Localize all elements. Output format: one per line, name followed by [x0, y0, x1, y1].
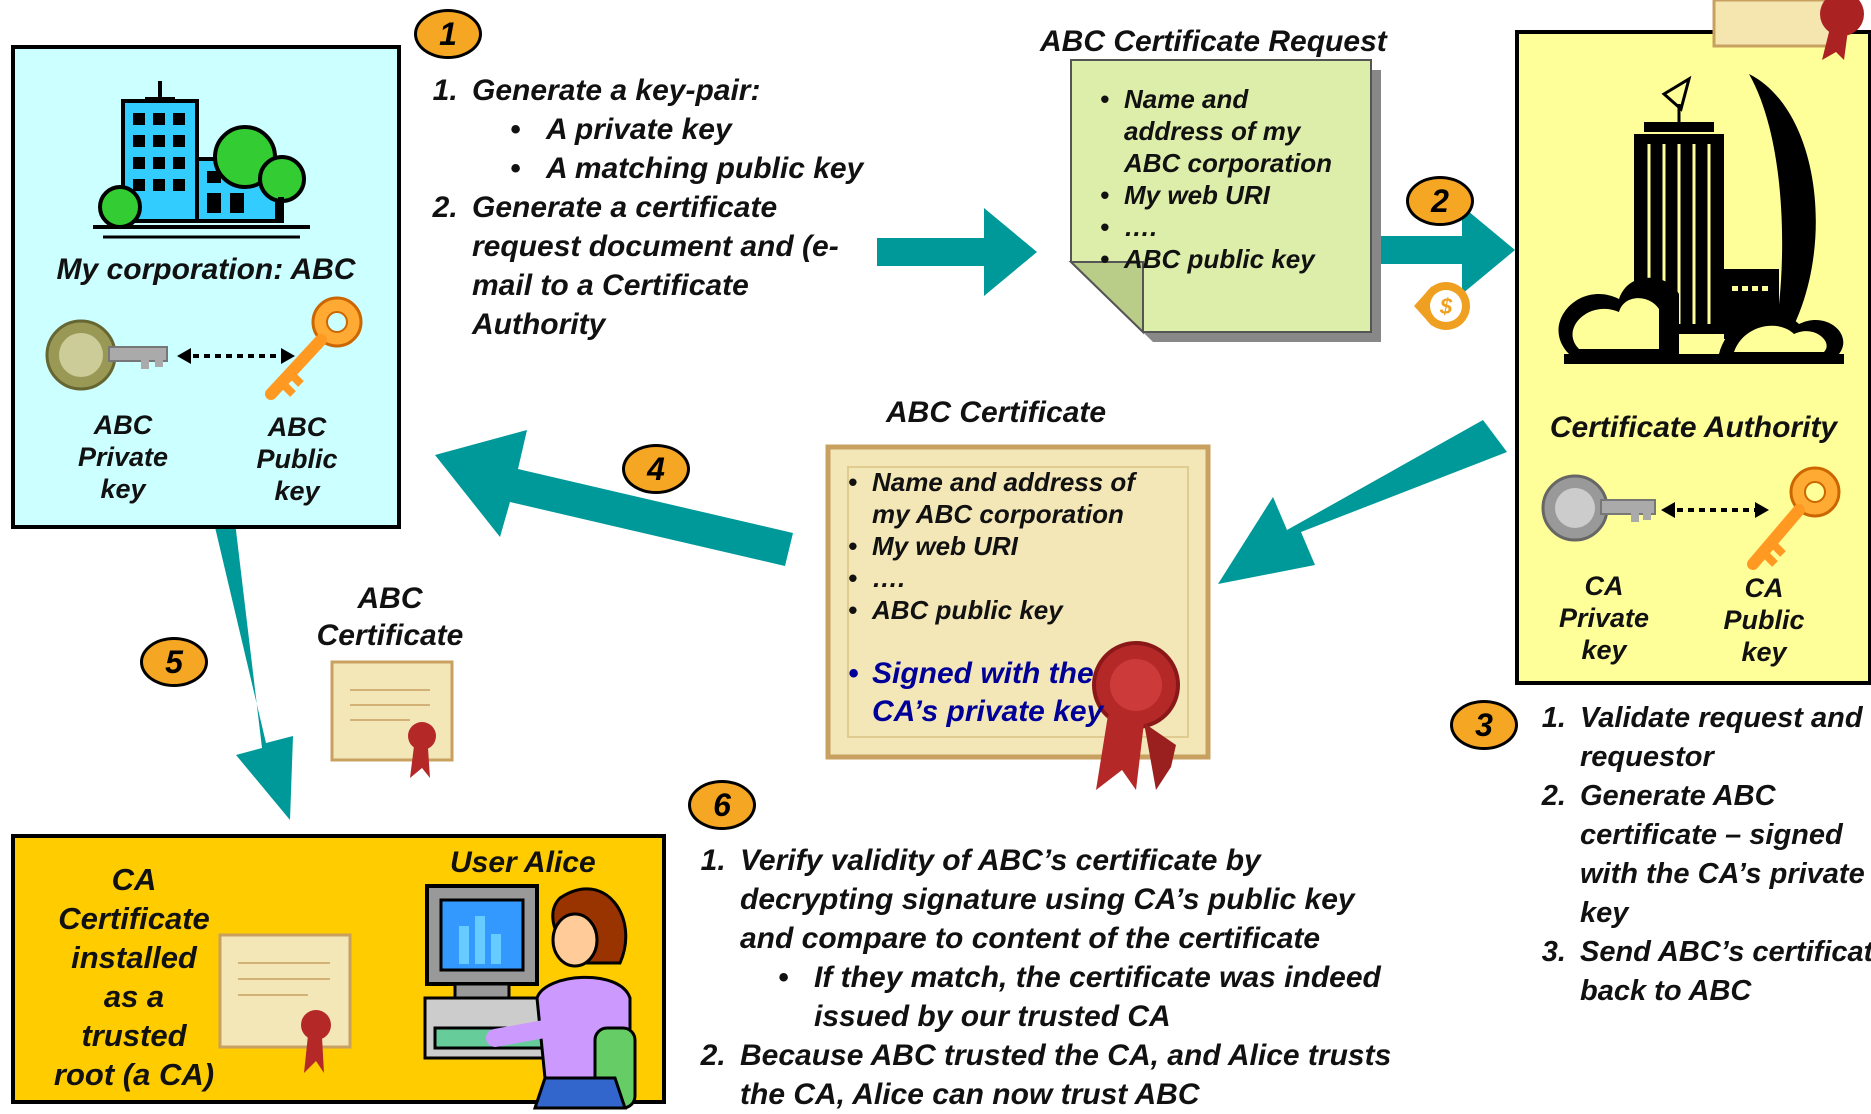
ca-key-pair-dotted-arrow: [1661, 502, 1769, 518]
ca-private-key-label: CA Private key: [1558, 571, 1650, 665]
certificate-bullet: ….: [848, 562, 1178, 594]
office-building-icon: [93, 81, 310, 239]
ca-building-icon: [1558, 74, 1844, 364]
ca-private-key-icon: [1541, 474, 1656, 542]
step-1-subitem: A matching public key: [510, 149, 986, 188]
arrow-to-ca: [1355, 206, 1515, 294]
abc-certificate-small-icon: [330, 660, 454, 778]
corp-label: My corporation: ABC: [56, 253, 356, 286]
step-1-instructions: Generate a key-pair: A private key A mat…: [408, 71, 986, 344]
step-3-badge: 3: [1450, 700, 1518, 750]
arrow-to-request: [877, 208, 1037, 296]
request-bullet: ABC public key: [1100, 243, 1350, 275]
abc-public-key-icon: [265, 296, 363, 400]
step-3-item: Send ABC’s certificate back to ABC: [1574, 933, 1871, 1011]
step-1-item: Generate a key-pair: A private key A mat…: [466, 71, 986, 188]
alice-user-label: User Alice: [450, 846, 596, 879]
step-6-item: Verify validity of ABC’s certificate by …: [734, 841, 1504, 1036]
step-2-badge: 2: [1406, 176, 1474, 226]
ca-certificate-corner-icon: [1712, 0, 1864, 60]
abc-private-key-icon: [45, 319, 168, 391]
request-title: ABC Certificate Request: [1040, 25, 1387, 58]
svg-text:$: $: [1439, 294, 1453, 319]
certificate-authority-box: Certificate Authority CA Private key CA …: [1515, 30, 1871, 685]
key-pair-dotted-arrow: [177, 348, 295, 364]
step-5-cert-label: ABC Certificate: [316, 582, 464, 652]
step-3-item: Validate request and requestor: [1574, 699, 1871, 777]
certificate-bullet: ABC public key: [848, 594, 1178, 626]
step-6-badge: 6: [688, 780, 756, 830]
ca-public-key-label: CA Public key: [1723, 573, 1805, 667]
request-bullet: Name and address of my ABC corporation: [1100, 83, 1350, 179]
abc-corporation-box: My corporation: ABC ABC Private key ABC …: [11, 45, 401, 529]
step-5-badge: 5: [140, 637, 208, 687]
ca-certificate-icon: [218, 933, 352, 1073]
certificate-bullet: My web URI: [848, 530, 1178, 562]
abc-private-key-label: ABC Private key: [77, 410, 169, 504]
step-3-instructions: Validate request and requestor Generate …: [1518, 699, 1871, 1011]
arrow-ca-to-certificate: [1218, 420, 1507, 584]
step-1-subitem: A private key: [510, 110, 986, 149]
arrow-abc-to-alice: [183, 506, 293, 820]
abc-public-key-label: ABC Public key: [256, 412, 338, 506]
step-1-badge: 1: [414, 9, 482, 59]
request-bullet: ….: [1100, 211, 1350, 243]
step-6-subitem: If they match, the certificate was indee…: [778, 958, 1414, 1036]
step-6-item: Because ABC trusted the CA, and Alice tr…: [734, 1036, 1504, 1114]
step-1-item: Generate a certificate request document …: [466, 188, 986, 344]
alice-user-icon: [423, 884, 637, 1110]
ca-public-key-icon: [1747, 466, 1841, 570]
ca-label: Certificate Authority: [1549, 411, 1838, 444]
step-3-item: Generate ABC certificate – signed with t…: [1574, 777, 1871, 933]
certificate-signed-text: Signed with the CA’s private key: [848, 655, 1148, 731]
step-4-badge: 4: [622, 444, 690, 494]
certificate-title: ABC Certificate: [886, 396, 1107, 429]
alice-ca-cert-label: CA Certificate installed as a trusted ro…: [53, 862, 215, 1092]
certificate-signed-note: Signed with the CA’s private key: [848, 655, 1148, 731]
certificate-bullet: Name and address of my ABC corporation: [848, 466, 1178, 530]
alice-box: User Alice CA Certificate installed as a…: [11, 834, 666, 1110]
request-bullets: Name and address of my ABC corporation M…: [1100, 83, 1350, 275]
arrow-certificate-to-abc: [435, 430, 793, 566]
request-bullet: My web URI: [1100, 179, 1350, 211]
certificate-bullets: Name and address of my ABC corporation M…: [848, 466, 1178, 626]
step-6-instructions: Verify validity of ABC’s certificate by …: [676, 841, 1504, 1114]
dollar-coin-icon: $: [1414, 282, 1470, 330]
